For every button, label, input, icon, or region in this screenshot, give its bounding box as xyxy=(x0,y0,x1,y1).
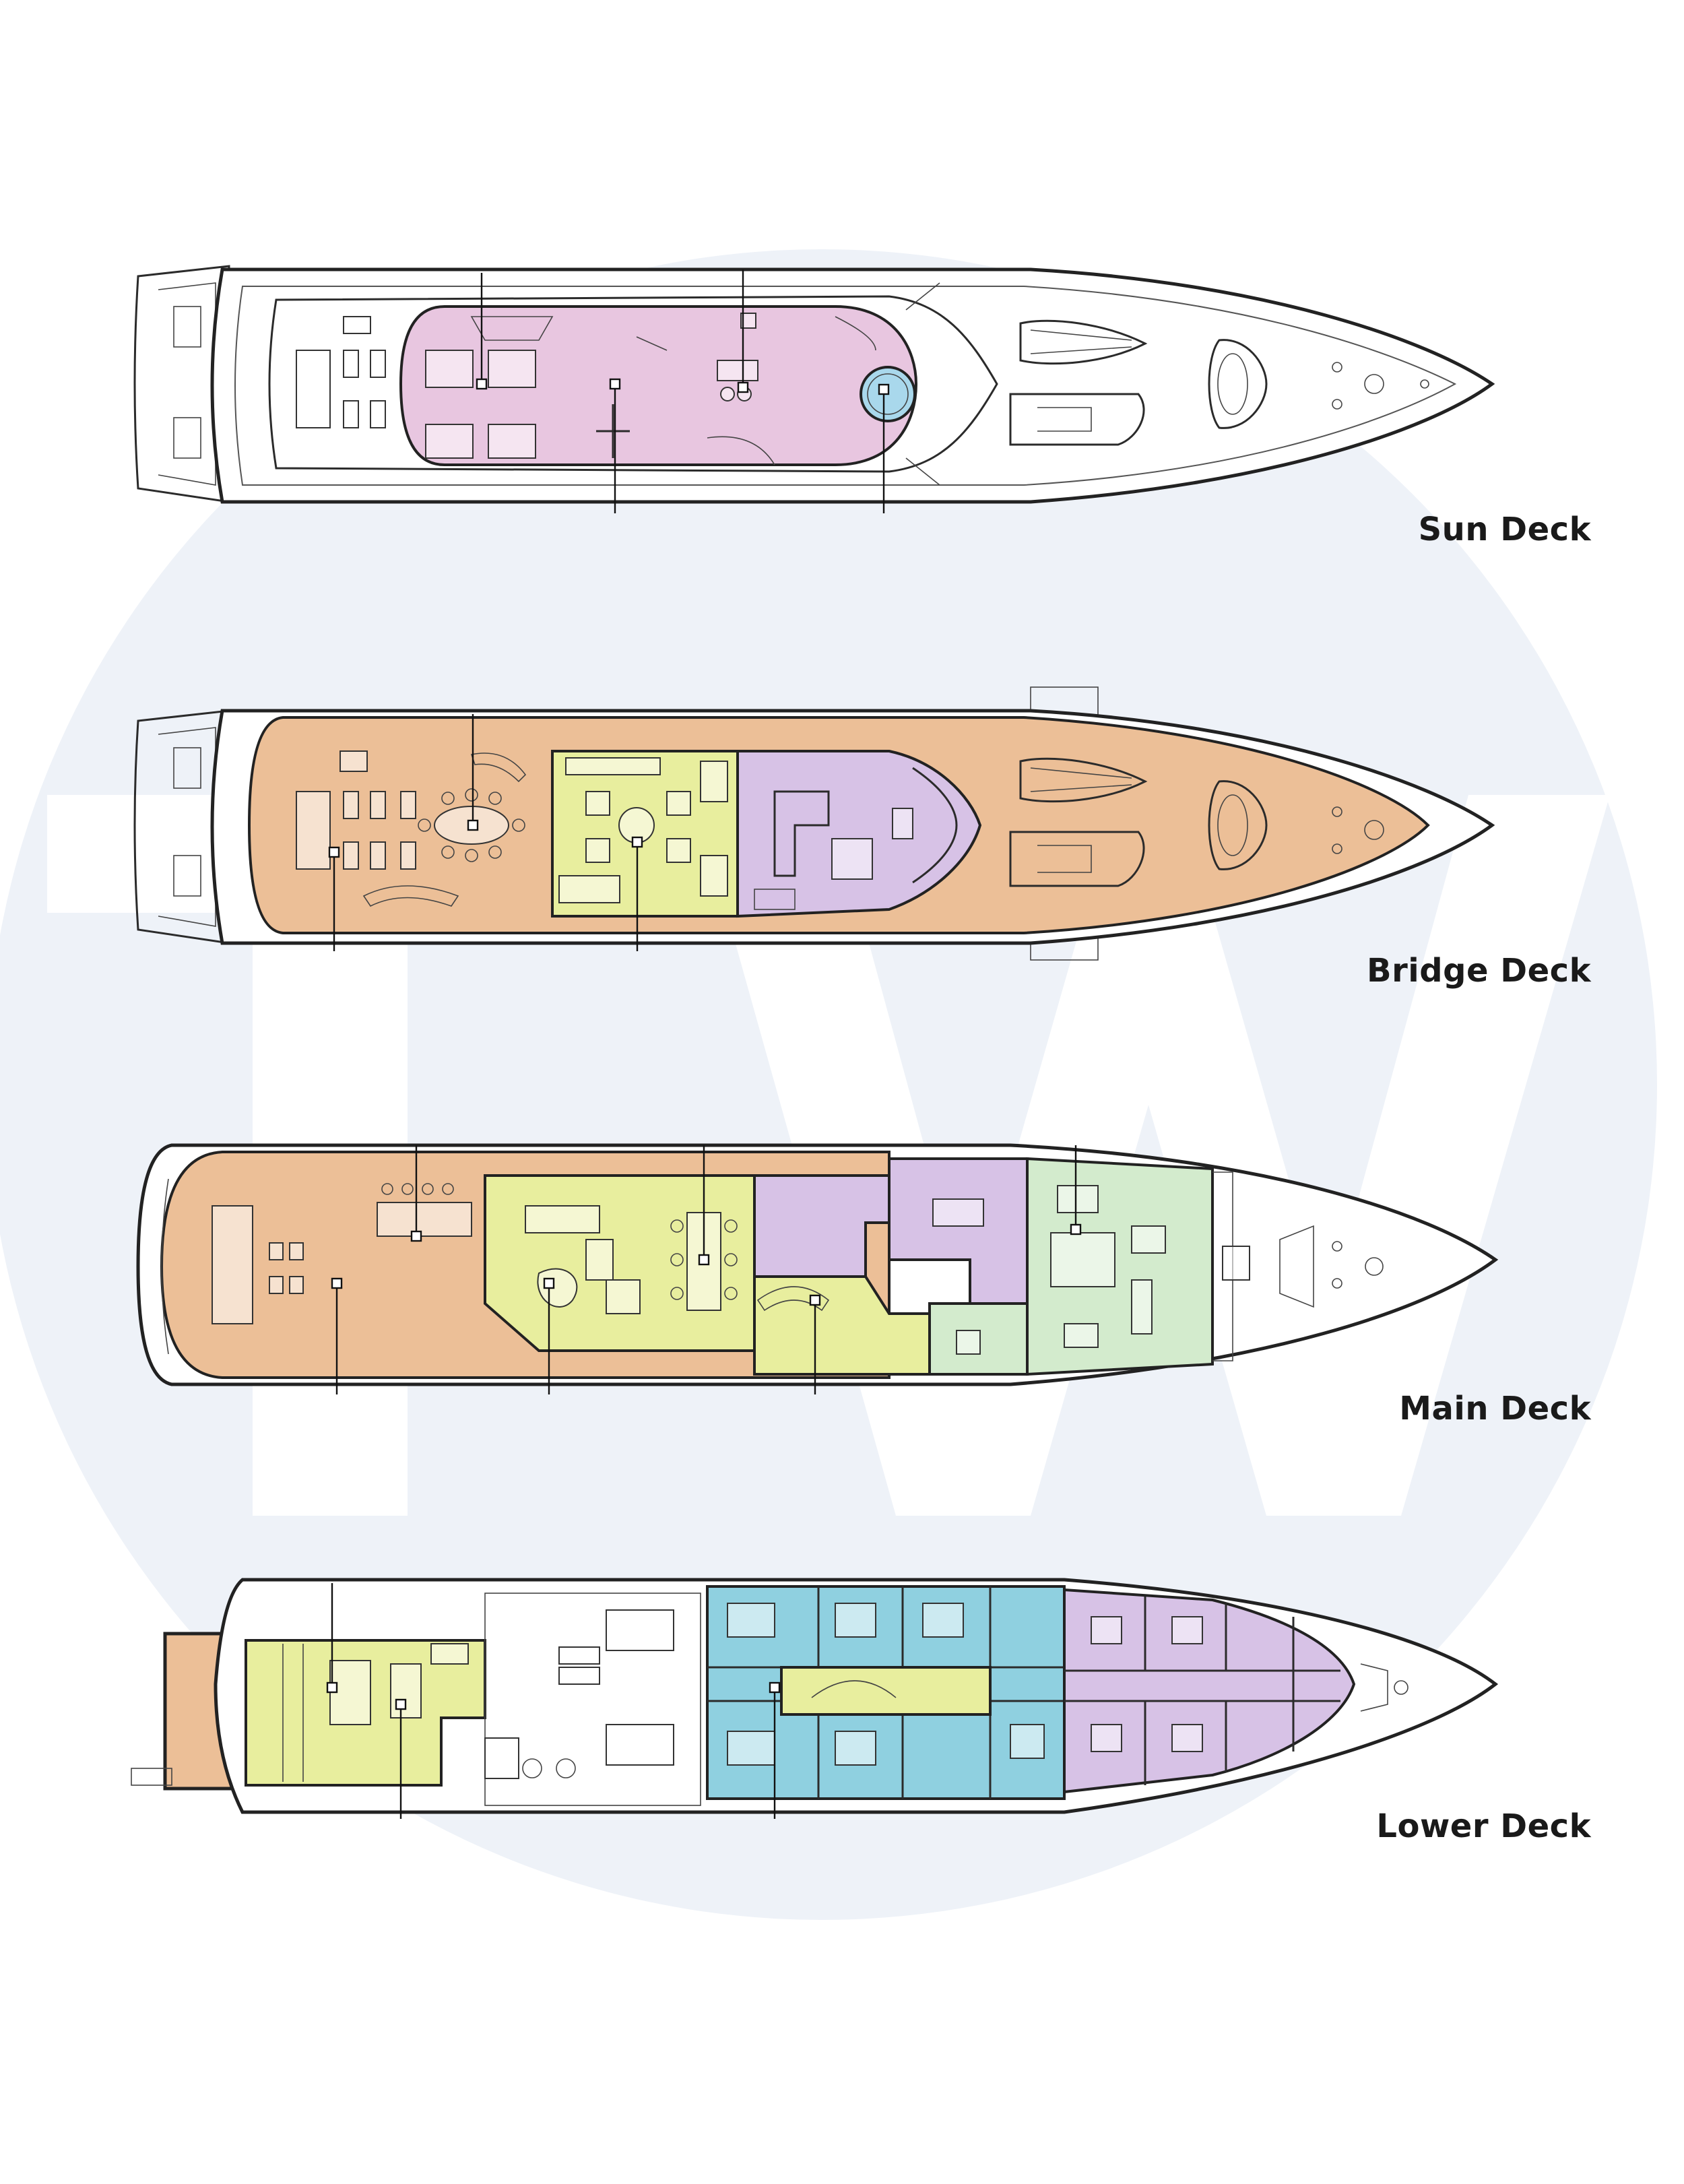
deck-label-lower: Lower Deck xyxy=(1376,1807,1591,1845)
deck-label-sun: Sun Deck xyxy=(1418,511,1591,548)
deck-label-bridge: Bridge Deck xyxy=(1367,952,1591,990)
bridge-deck-plan xyxy=(133,686,1495,961)
lower-deck-zone-crew xyxy=(1063,1588,1356,1794)
lower-deck-plan xyxy=(131,1578,1499,1819)
sun-deck-plan xyxy=(133,265,1495,513)
main-deck-plan xyxy=(136,1143,1499,1394)
deck-label-main: Main Deck xyxy=(1399,1390,1591,1427)
